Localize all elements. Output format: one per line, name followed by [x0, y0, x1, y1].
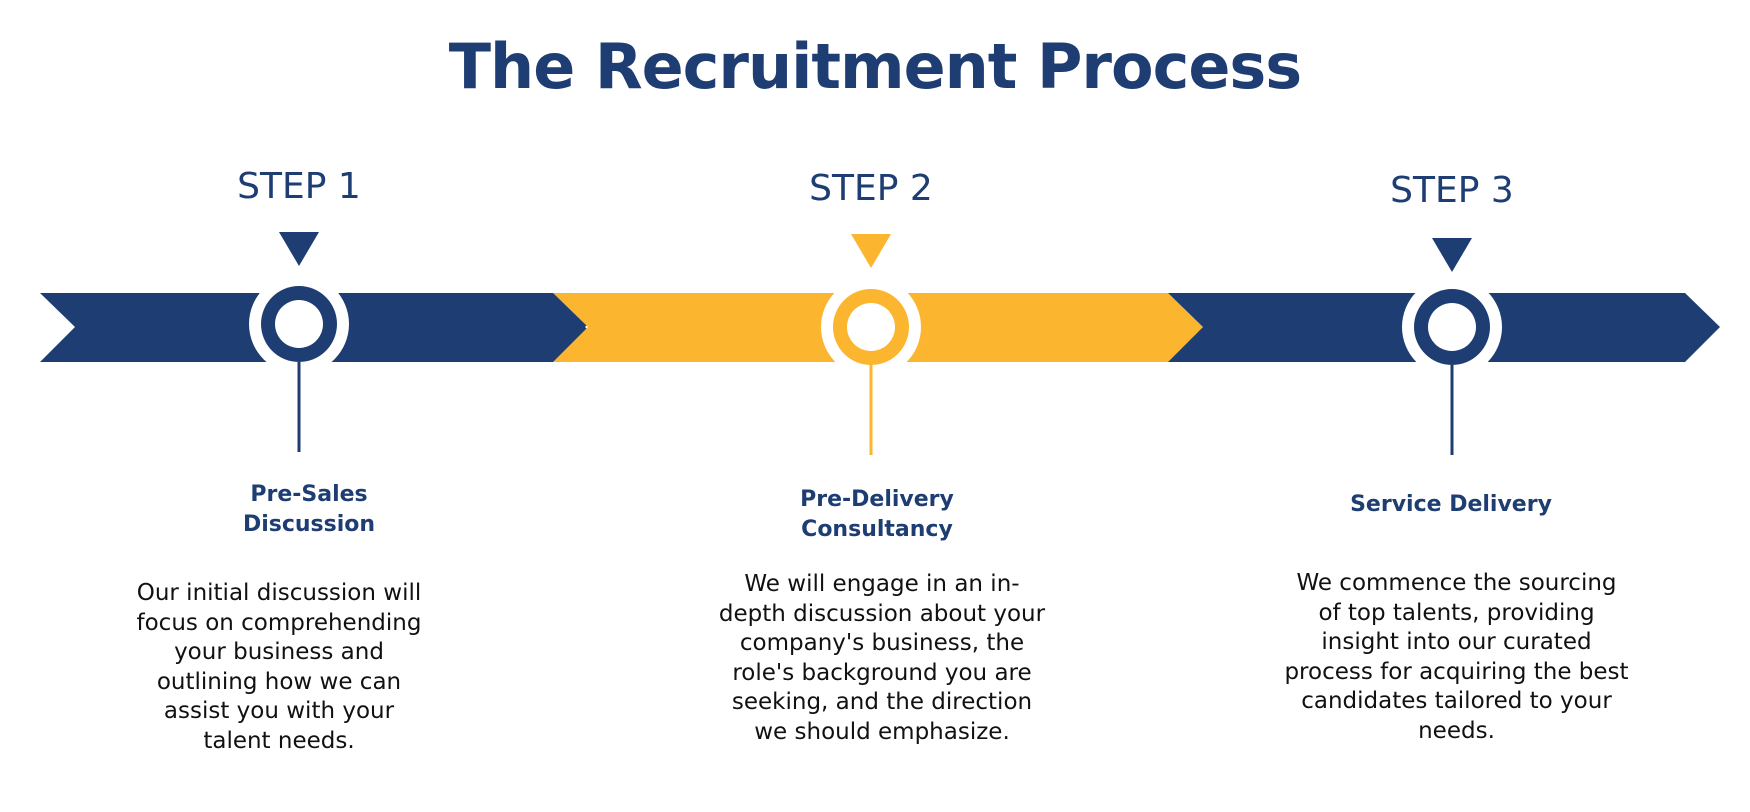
- step-2-label: STEP 2: [809, 168, 933, 209]
- step-1-description: Our initial discussion will focus on com…: [136, 580, 422, 754]
- step-1-heading-line: Pre-Sales: [250, 482, 368, 507]
- step-3-heading-line: Service Delivery: [1350, 492, 1552, 517]
- step-3-description: We commence the sourcing of top talents,…: [1284, 570, 1629, 744]
- step-2-heading: Pre-Delivery Consultancy: [727, 485, 1027, 545]
- step-1-heading: Pre-Sales Discussion: [159, 480, 459, 540]
- step-3-pointer-icon: [1432, 238, 1472, 272]
- step-2-heading-line: Pre-Delivery: [800, 487, 954, 512]
- step-3-label: STEP 3: [1390, 170, 1514, 211]
- step-2-heading-line: Consultancy: [801, 517, 953, 542]
- step-2-pointer-icon: [851, 234, 891, 268]
- step-1-heading-line: Discussion: [242, 512, 376, 537]
- step-3-node-center: [1428, 303, 1476, 351]
- step-3-heading: Service Delivery: [1301, 490, 1601, 520]
- step-1-node-center: [275, 300, 323, 348]
- step-2-description: We will engage in an in-depth discussion…: [718, 571, 1046, 745]
- step-2-node-center: [847, 303, 895, 351]
- page-title: The Recruitment Process: [448, 30, 1302, 103]
- step-1-label: STEP 1: [237, 166, 361, 207]
- step-1-pointer-icon: [279, 232, 319, 266]
